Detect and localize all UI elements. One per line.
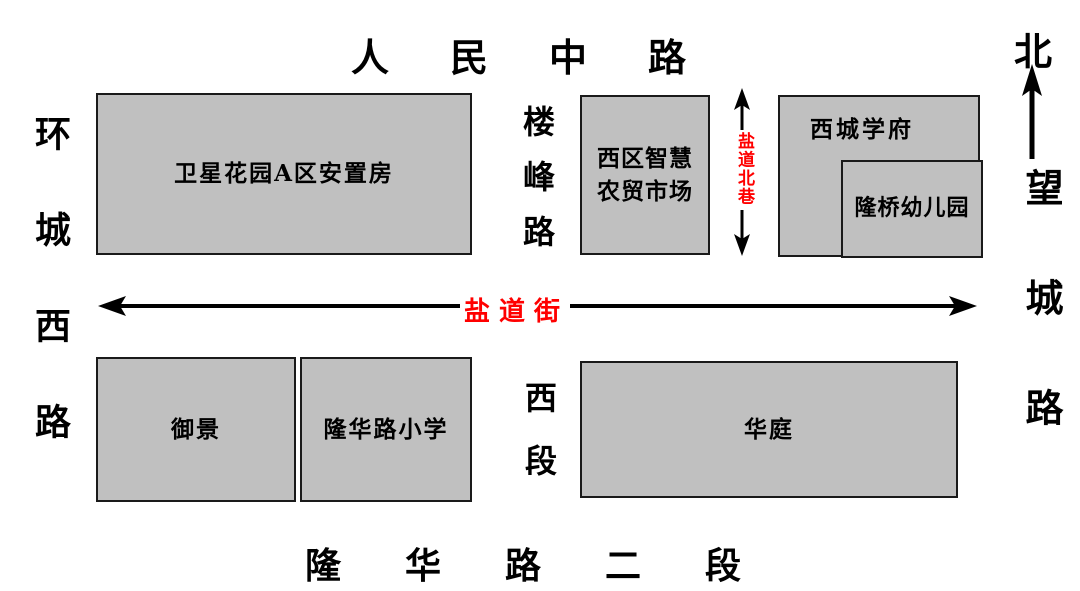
building-longhua-primary-school-label: 隆华路小学 — [323, 415, 449, 443]
road-label-yandao-street: 盐道街 — [464, 297, 570, 327]
building-yujing-label: 御景 — [171, 415, 221, 443]
road-label-longhua-section2: 隆华路二段 — [305, 545, 806, 587]
building-huating-label: 华庭 — [744, 415, 794, 443]
building-huating: 华庭 — [580, 361, 958, 498]
building-weixing-resettlement-label: 卫星花园A区安置房 — [174, 160, 394, 188]
building-longqiao-kindergarten: 隆桥幼儿园 — [841, 160, 983, 258]
yandao-north-lane-arrow — [734, 88, 750, 256]
yandao-street-arrow — [98, 296, 977, 316]
road-label-loufeng: 楼峰路 — [518, 105, 556, 270]
north-arrow — [1022, 64, 1042, 159]
road-label-wangcheng: 望城路 — [1019, 168, 1064, 498]
building-longhua-primary-school: 隆华路小学 — [300, 357, 472, 502]
building-weixing-resettlement: 卫星花园A区安置房 — [96, 93, 472, 255]
road-label-yandao-north-lane: 盐道北巷 — [734, 132, 754, 206]
building-xicheng-xuefu-label: 西城学府 — [810, 116, 914, 143]
building-smart-market: 西区智慧农贸市场 — [580, 95, 710, 255]
building-yujing: 御景 — [96, 357, 296, 502]
compass-north-label: 北 — [1014, 29, 1053, 74]
building-smart-market-label: 西区智慧农贸市场 — [597, 144, 693, 205]
building-longqiao-kindergarten-label: 隆桥幼儿园 — [854, 195, 970, 222]
road-label-huancheng-west: 环城西路 — [29, 115, 71, 499]
road-label-west-section: 西段 — [520, 381, 558, 507]
road-label-renmin-middle: 人民中路 — [351, 35, 748, 80]
